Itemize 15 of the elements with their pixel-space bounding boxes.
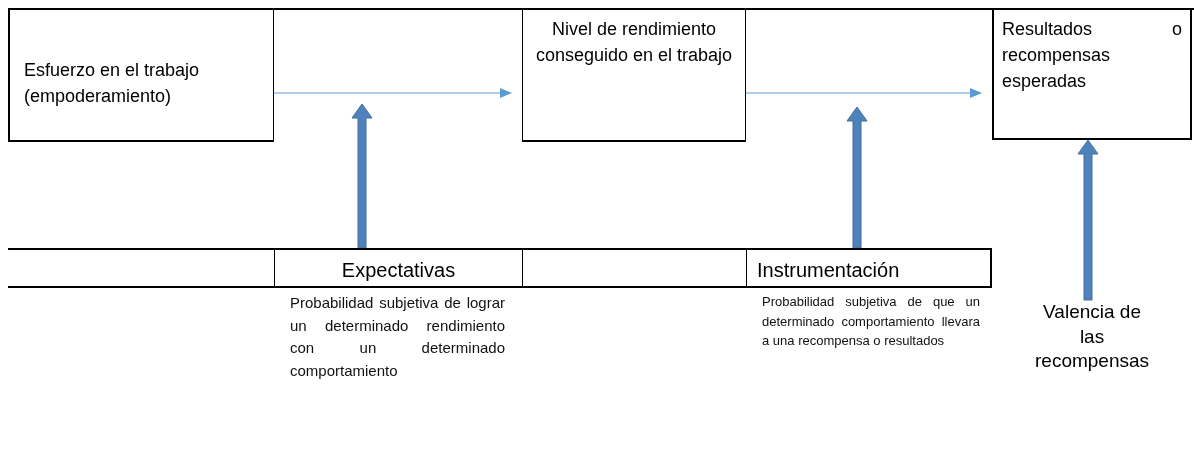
process-box: Nivel de rendimiento conseguido en el trabajo [522,8,746,142]
caption-text: Valencia de las recompensas [1035,300,1150,375]
table-cell [8,248,274,288]
arrow [745,88,982,98]
block-arrow [846,106,868,249]
table-cell: Instrumentación [746,248,992,288]
process-box: Esfuerzo en el trabajo (empoderamiento) [8,8,274,142]
process-box: Resultados o recompensas esperadas [992,8,1192,140]
description-paragraph: Probabilidad subjetiva de que un determinado comportamiento llevara a una recompensa o resultados [762,293,980,350]
block-arrow [351,103,373,249]
description-paragraph: Probabilidad subjetiva de lograr un determinado rendimiento con un determinado comportamiento [290,293,505,381]
table-cell: Expectativas [274,248,522,288]
block-arrow [1077,139,1099,301]
table-cell [522,248,746,288]
arrow [273,88,512,98]
